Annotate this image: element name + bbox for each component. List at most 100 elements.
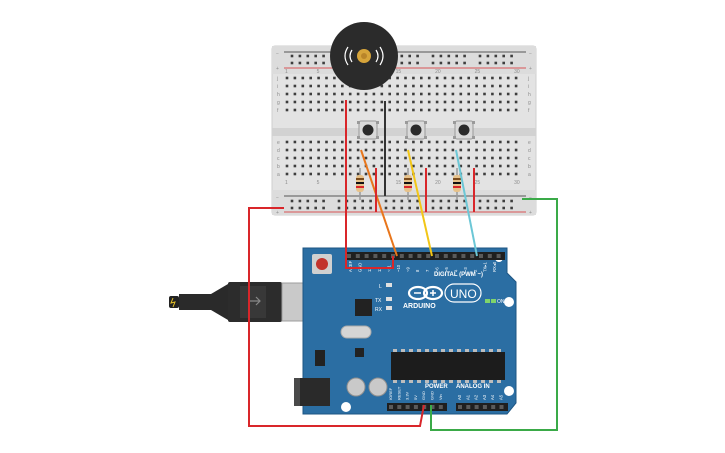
breadboard-hole[interactable]	[325, 100, 328, 104]
rail-hole[interactable]	[361, 206, 364, 210]
rail-hole[interactable]	[439, 199, 443, 203]
breadboard-hole[interactable]	[412, 156, 415, 160]
breadboard-hole[interactable]	[435, 76, 439, 80]
breadboard-hole[interactable]	[443, 172, 447, 176]
breadboard-hole[interactable]	[427, 108, 431, 112]
rail-hole[interactable]	[431, 206, 435, 210]
breadboard-hole[interactable]	[443, 108, 447, 112]
breadboard-hole[interactable]	[341, 92, 344, 96]
digital-pin[interactable]	[355, 254, 360, 258]
rail-hole[interactable]	[298, 206, 302, 210]
breadboard-hole[interactable]	[404, 84, 407, 88]
breadboard-hole[interactable]	[293, 108, 297, 112]
rail-hole[interactable]	[322, 61, 325, 65]
breadboard-hole[interactable]	[491, 108, 494, 112]
breadboard-hole[interactable]	[333, 156, 336, 160]
rail-hole[interactable]	[502, 61, 505, 65]
rail-hole[interactable]	[322, 54, 325, 58]
breadboard-hole[interactable]	[364, 92, 368, 96]
breadboard-hole[interactable]	[499, 76, 502, 80]
breadboard-hole[interactable]	[396, 76, 399, 80]
breadboard-hole[interactable]	[451, 76, 455, 80]
rail-hole[interactable]	[502, 206, 505, 210]
breadboard-hole[interactable]	[420, 100, 423, 104]
breadboard-hole[interactable]	[341, 164, 344, 168]
breadboard-hole[interactable]	[435, 100, 439, 104]
rail-hole[interactable]	[486, 54, 490, 58]
digital-pin[interactable]	[496, 254, 501, 258]
rail-hole[interactable]	[322, 206, 325, 210]
breadboard-hole[interactable]	[309, 172, 312, 176]
breadboard-hole[interactable]	[427, 140, 431, 144]
resistor-3[interactable]	[453, 168, 461, 200]
rail-hole[interactable]	[290, 199, 294, 203]
breadboard-hole[interactable]	[325, 172, 328, 176]
breadboard-hole[interactable]	[412, 92, 415, 96]
rail-hole[interactable]	[408, 61, 411, 65]
breadboard-hole[interactable]	[435, 140, 439, 144]
breadboard-hole[interactable]	[317, 148, 320, 152]
breadboard-hole[interactable]	[514, 140, 518, 144]
breadboard-hole[interactable]	[364, 108, 368, 112]
breadboard-hole[interactable]	[404, 164, 407, 168]
rail-hole[interactable]	[478, 61, 482, 65]
digital-pin[interactable]	[373, 254, 378, 258]
breadboard-hole[interactable]	[506, 140, 510, 144]
breadboard-hole[interactable]	[499, 140, 502, 144]
rail-hole[interactable]	[447, 54, 451, 58]
breadboard-hole[interactable]	[380, 156, 384, 160]
breadboard-hole[interactable]	[380, 164, 384, 168]
breadboard-hole[interactable]	[404, 172, 407, 176]
rail-hole[interactable]	[353, 199, 357, 203]
breadboard-hole[interactable]	[506, 84, 510, 88]
breadboard-hole[interactable]	[491, 92, 494, 96]
breadboard-hole[interactable]	[514, 100, 518, 104]
breadboard-hole[interactable]	[435, 164, 439, 168]
rail-hole[interactable]	[290, 61, 294, 65]
breadboard-hole[interactable]	[293, 76, 297, 80]
breadboard-hole[interactable]	[396, 100, 399, 104]
breadboard-hole[interactable]	[435, 84, 439, 88]
breadboard-hole[interactable]	[333, 100, 336, 104]
breadboard-hole[interactable]	[364, 148, 368, 152]
breadboard-hole[interactable]	[396, 156, 399, 160]
breadboard-hole[interactable]	[388, 84, 391, 88]
breadboard-hole[interactable]	[309, 84, 312, 88]
breadboard-hole[interactable]	[380, 148, 384, 152]
rail-hole[interactable]	[384, 206, 388, 210]
breadboard-hole[interactable]	[333, 148, 336, 152]
rail-hole[interactable]	[306, 199, 310, 203]
breadboard-hole[interactable]	[420, 172, 423, 176]
rail-hole[interactable]	[439, 206, 443, 210]
breadboard-hole[interactable]	[514, 76, 518, 80]
analog-header[interactable]	[456, 403, 508, 411]
breadboard-hole[interactable]	[396, 164, 399, 168]
breadboard-hole[interactable]	[506, 92, 510, 96]
breadboard-hole[interactable]	[293, 172, 297, 176]
breadboard-hole[interactable]	[435, 148, 439, 152]
breadboard-hole[interactable]	[427, 92, 431, 96]
rail-hole[interactable]	[408, 206, 411, 210]
breadboard-hole[interactable]	[459, 76, 463, 80]
breadboard-hole[interactable]	[333, 140, 336, 144]
breadboard-hole[interactable]	[435, 92, 439, 96]
breadboard-hole[interactable]	[506, 148, 510, 152]
breadboard-hole[interactable]	[475, 108, 478, 112]
rail-hole[interactable]	[478, 199, 482, 203]
breadboard-hole[interactable]	[467, 108, 470, 112]
breadboard-hole[interactable]	[285, 164, 289, 168]
breadboard-hole[interactable]	[427, 100, 431, 104]
breadboard-hole[interactable]	[285, 100, 289, 104]
breadboard-hole[interactable]	[483, 172, 486, 176]
breadboard-hole[interactable]	[467, 172, 470, 176]
rail-hole[interactable]	[384, 199, 388, 203]
rail-hole[interactable]	[298, 61, 302, 65]
rail-hole[interactable]	[510, 206, 513, 210]
breadboard-hole[interactable]	[412, 84, 415, 88]
breadboard-hole[interactable]	[341, 172, 344, 176]
breadboard-hole[interactable]	[309, 148, 312, 152]
breadboard-hole[interactable]	[388, 140, 391, 144]
breadboard-hole[interactable]	[317, 108, 320, 112]
breadboard-hole[interactable]	[325, 76, 328, 80]
breadboard-hole[interactable]	[356, 108, 360, 112]
